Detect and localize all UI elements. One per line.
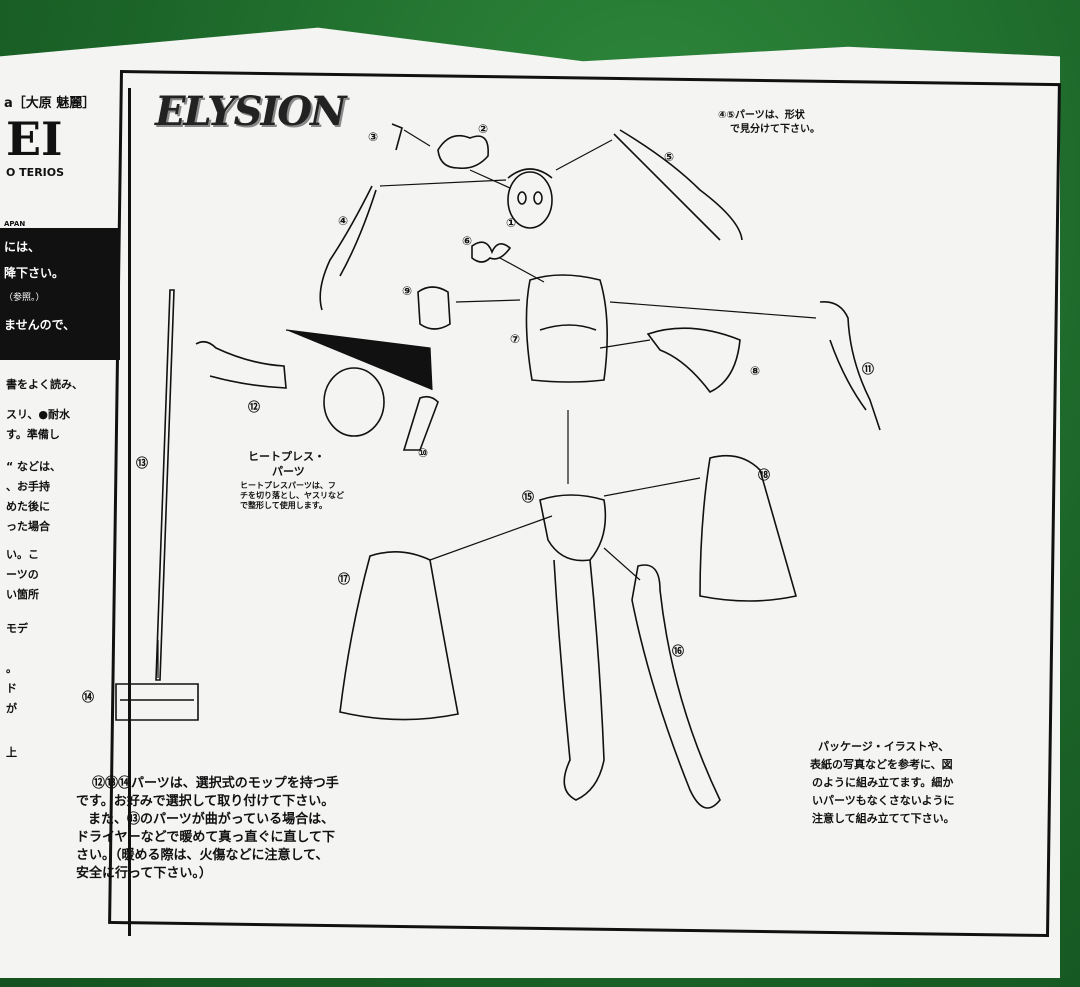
left-text-line: “ などは、	[6, 460, 62, 473]
part-number-7: ⑦	[510, 332, 521, 346]
left-arm-mop-part	[195, 340, 287, 389]
assembly-arrow	[285, 329, 433, 391]
left-text-line: モデ	[6, 622, 28, 635]
left-text-line: す。準備し	[6, 428, 60, 441]
back-bow-part	[646, 327, 741, 393]
left-text-line: スリ、●耐水	[6, 408, 70, 421]
left-text-line: い箇所	[6, 588, 39, 601]
shape-note-line: ④⑤パーツは、形状	[718, 110, 805, 121]
leg-left-part	[553, 559, 605, 801]
country-label: APAN	[4, 220, 26, 228]
assembly-arrow	[603, 547, 641, 581]
part-number-15: ⑮	[522, 490, 535, 504]
assembly-arrow	[609, 301, 817, 319]
part-number-5: ⑤	[664, 150, 675, 164]
assembly-arrow	[599, 339, 651, 349]
left-text-line: い。こ	[6, 548, 39, 561]
elysion-logo: ELYSION	[155, 88, 347, 135]
mop-head-part	[115, 683, 199, 721]
skirt-back-part	[699, 454, 798, 602]
left-text-line: 書をよく読み、	[6, 378, 83, 391]
assembly-note-line: のように組み立てます。細か	[812, 776, 954, 789]
part-number-11: ⑪	[862, 362, 875, 376]
mop-handle-part	[155, 289, 175, 681]
mop-note-line: ⑫⑬⑭パーツは、選択式のモップを持つ手	[92, 776, 339, 791]
heat-press-note: で整形して使用します。	[240, 501, 327, 510]
assembly-arrow	[499, 257, 545, 283]
subtitle-fragment: O TERIOS	[6, 166, 65, 179]
right-arm-part	[819, 301, 881, 431]
assembly-arrow	[455, 299, 521, 303]
part-number-6: ⑥	[462, 234, 473, 248]
warning-bar: には、 降下さい。 （参照。） ませんので、	[0, 228, 120, 360]
left-panel	[0, 88, 131, 936]
part-number-14: ⑭	[82, 690, 95, 704]
assembly-arrow	[429, 515, 553, 561]
face-part	[507, 168, 553, 229]
warning-line: には、	[4, 240, 41, 254]
mop-note-line: また、⑬のパーツが曲がっている場合は、	[88, 812, 335, 827]
left-text-line: ーツの	[6, 568, 39, 581]
assembly-arrow	[379, 179, 507, 187]
left-text-line: ド	[6, 682, 17, 695]
left-text-line: 、お手持	[6, 480, 50, 493]
shape-note-line: で見分けて下さい。	[730, 124, 820, 135]
ponytail-right-part	[613, 129, 743, 241]
leg-right-part	[631, 564, 721, 809]
part-number-12: ⑫	[248, 400, 261, 414]
heat-press-note: ヒートプレスパーツは、フ	[240, 481, 336, 490]
heat-press-note: チを切り落とし、ヤスリなど	[240, 491, 344, 500]
left-text-line: った場合	[6, 520, 50, 533]
mop-note-line: さい。（暖める際は、火傷などに注意して、	[76, 848, 329, 863]
skirt-front-part	[339, 551, 459, 721]
part-number-10: ⑩	[418, 446, 429, 460]
part-number-8: ⑧	[750, 364, 761, 378]
part-number-2: ②	[478, 122, 489, 136]
assembly-note-line: 注意して組み立てて下さい。	[812, 812, 955, 825]
left-text-line: 。	[6, 662, 17, 675]
left-text-line: 上	[6, 746, 17, 759]
ahoge-part	[391, 123, 403, 151]
assembly-note-line: パッケージ・イラストや、	[818, 740, 950, 753]
part-number-13: ⑬	[136, 456, 149, 470]
assembly-note-line: 表紙の写真などを参考に、図	[810, 758, 953, 771]
hair-front-part	[437, 134, 489, 170]
part-number-1: ①	[506, 216, 517, 230]
left-text-line: めた後に	[6, 500, 50, 513]
warning-line: （参照。）	[4, 293, 45, 303]
mop-note-line: ドライヤーなどで暖めて真っ直ぐに直して下	[76, 830, 335, 845]
shoulder-part	[417, 286, 451, 330]
author-credit: a［大原 魅麗］	[4, 96, 96, 111]
mop-note-line: です。お好みで選択して取り付けて下さい。	[76, 794, 335, 809]
mop-note-line: 安全に行って下さい。）	[76, 866, 212, 881]
assembly-arrow	[403, 129, 431, 147]
part-number-4: ④	[338, 214, 349, 228]
part-number-16: ⑯	[672, 644, 685, 658]
heat-press-title: ヒートプレス・	[248, 450, 325, 463]
ponytail-left-part	[319, 185, 377, 311]
part-number-9: ⑨	[402, 284, 413, 298]
hips-part	[539, 494, 607, 562]
warning-line: 降下さい。	[4, 266, 65, 280]
heat-press-ring-part	[323, 367, 385, 437]
left-arm-part	[402, 395, 439, 451]
part-number-17: ⑰	[338, 572, 351, 586]
torso-part	[525, 274, 608, 383]
ribbon-part	[471, 241, 512, 263]
left-text-line: が	[6, 702, 17, 715]
warning-line: ませんので、	[4, 318, 76, 332]
assembly-arrow	[603, 477, 701, 497]
heat-press-title: パーツ	[272, 465, 305, 478]
assembly-note-line: いパーツもなくさないように	[812, 794, 955, 807]
instruction-sheet	[0, 27, 1060, 978]
part-number-3: ③	[368, 130, 379, 144]
title-fragment: EI	[6, 112, 63, 166]
assembly-arrow	[469, 169, 511, 189]
assembly-arrow	[555, 139, 613, 171]
